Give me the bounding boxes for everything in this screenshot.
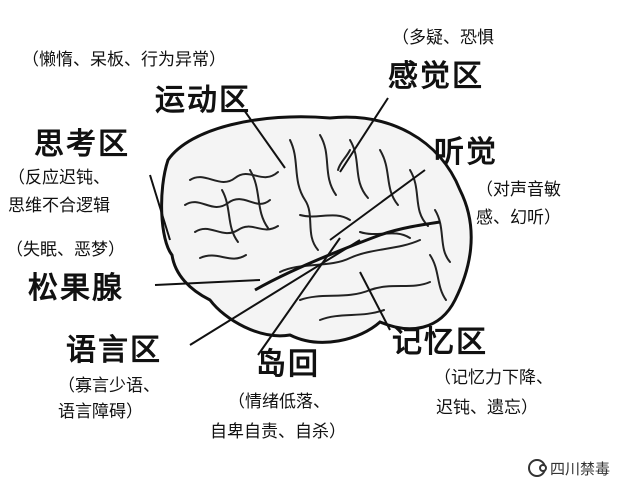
hearing-area-label: 听觉 (434, 135, 498, 170)
watermark: 四川禁毒 (528, 456, 628, 480)
thinking-area-note-1: （反应迟钝、 (8, 168, 110, 188)
motor-area-note: （懒惰、呆板、行为异常） (22, 50, 226, 70)
memory-area-note-1: （记忆力下降、 (434, 368, 553, 388)
wechat-icon (528, 459, 547, 477)
language-area-label: 语言区 (66, 333, 162, 368)
insula-note-2: 自卑自责、自杀） (210, 422, 346, 442)
hearing-area-note-2: 感、幻听） (476, 208, 561, 228)
memory-area-label: 记忆区 (392, 325, 488, 360)
sensory-area-label: 感觉区 (388, 59, 484, 94)
watermark-text: 四川禁毒 (550, 459, 611, 478)
language-area-note-1: （寡言少语、 (58, 376, 160, 396)
pineal-gland-label: 松果腺 (28, 271, 124, 306)
motor-area-label: 运动区 (155, 83, 251, 118)
insula-label: 岛回 (256, 347, 320, 382)
hearing-area-note-1: （对声音敏 (476, 180, 561, 200)
thinking-area-label: 思考区 (34, 127, 130, 162)
pineal-gland-note: （失眠、恶梦） (6, 240, 125, 260)
sensory-area-note: （多疑、恐惧 (392, 28, 494, 48)
insula-note-1: （情绪低落、 (228, 392, 330, 412)
thinking-area-note-2: 思维不合逻辑 (8, 196, 110, 216)
memory-area-note-2: 迟钝、遗忘） (436, 398, 538, 418)
language-area-note-2: 语言障碍） (58, 402, 143, 422)
